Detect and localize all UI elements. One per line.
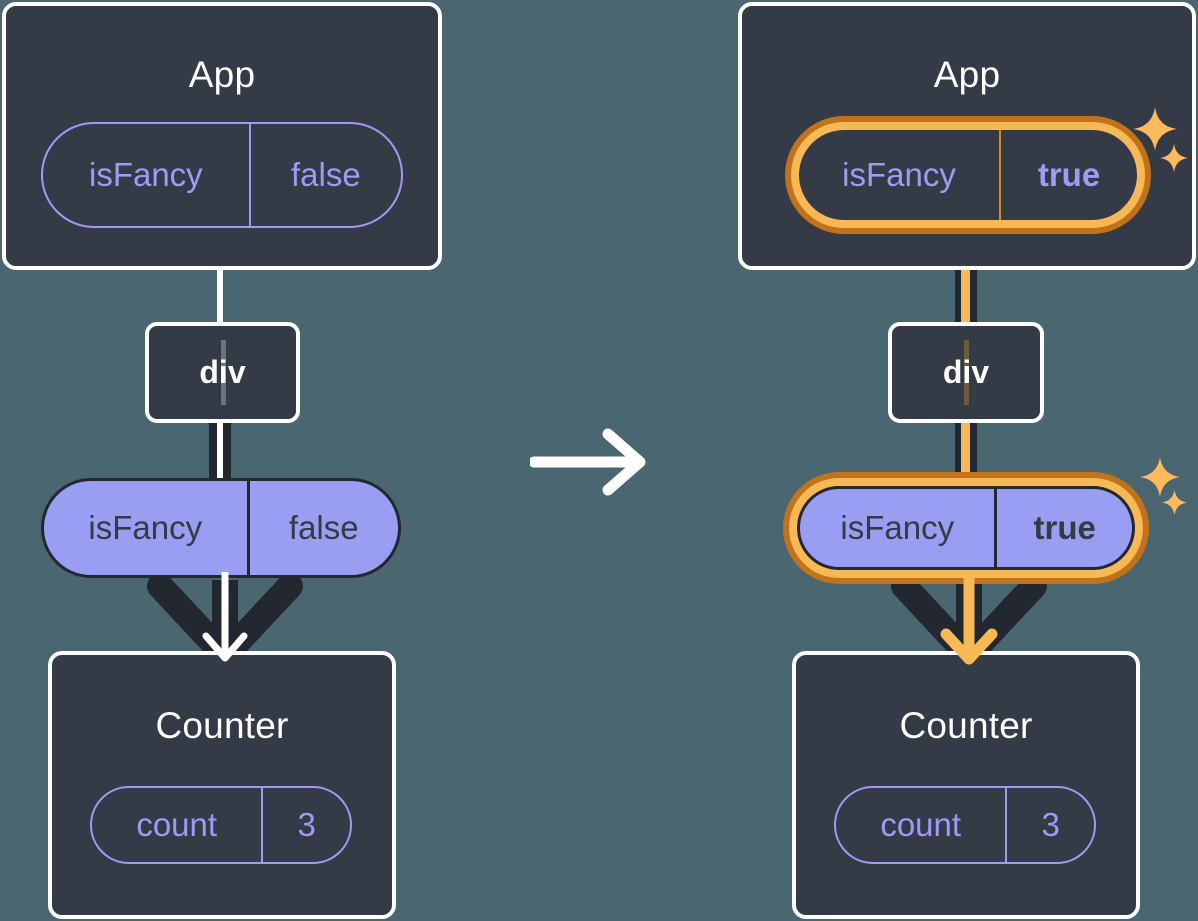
app-state-pill-value-left: false	[248, 124, 401, 226]
counter-state-pill-left[interactable]: count 3	[90, 786, 352, 864]
app-state-pill-highlight-fill-right	[799, 130, 1137, 220]
props-pill-value-right: true	[994, 489, 1132, 567]
counter-state-pill-value-right: 3	[1005, 788, 1094, 862]
app-title-right: App	[933, 54, 1001, 95]
connector-div-to-props-right-inner	[961, 418, 970, 488]
app-state-pill-value-right: true	[999, 130, 1137, 220]
counter-component-box-left[interactable]: Counter	[48, 651, 396, 919]
div-node-label-right: div	[942, 354, 990, 390]
sparkle-large-icon-app	[1133, 107, 1177, 151]
props-pill-right[interactable]: isFancy true	[797, 486, 1135, 570]
app-state-pill-left[interactable]: isFancy false	[41, 122, 403, 228]
props-to-counter-arrow-inner-left	[202, 572, 248, 662]
counter-title-right: Counter	[899, 705, 1033, 746]
connector-div-to-props-left-inner	[217, 418, 223, 488]
connector-app-to-div-left	[217, 264, 223, 326]
div-node-passthrough-line-right	[964, 340, 969, 405]
div-node-passthrough-line-left	[220, 340, 226, 405]
counter-component-box-right[interactable]: Counter	[792, 651, 1140, 919]
app-title-left: App	[188, 54, 256, 95]
app-state-pill-key-right: isFancy	[842, 156, 956, 193]
app-state-pill-right[interactable]: isFancy true	[799, 130, 1137, 220]
sparkle-large-icon-props	[1139, 456, 1181, 498]
div-node-right[interactable]: div	[888, 322, 1044, 423]
sparkle-small-icon-app	[1160, 144, 1188, 172]
sparkle-small-icon-props	[1161, 489, 1188, 516]
props-pill-value-left: false	[246, 481, 398, 575]
props-pill-left[interactable]: isFancy false	[41, 478, 401, 578]
transition-right-arrow-icon	[530, 428, 646, 496]
connector-app-to-div-right-inner	[961, 215, 970, 327]
counter-state-pill-key-right: count	[880, 806, 962, 843]
counter-title-left: Counter	[155, 705, 289, 746]
div-node-left[interactable]: div	[145, 322, 300, 423]
div-node-label-left: div	[199, 354, 246, 390]
counter-state-pill-key-left: count	[136, 806, 218, 843]
counter-state-pill-value-left: 3	[261, 788, 350, 862]
props-to-counter-arrow-inner-right	[940, 572, 998, 665]
props-pill-key-left: isFancy	[88, 509, 203, 546]
props-pill-key-right: isFancy	[840, 509, 955, 546]
counter-state-pill-right[interactable]: count 3	[834, 786, 1096, 864]
app-state-pill-key-left: isFancy	[88, 156, 203, 193]
